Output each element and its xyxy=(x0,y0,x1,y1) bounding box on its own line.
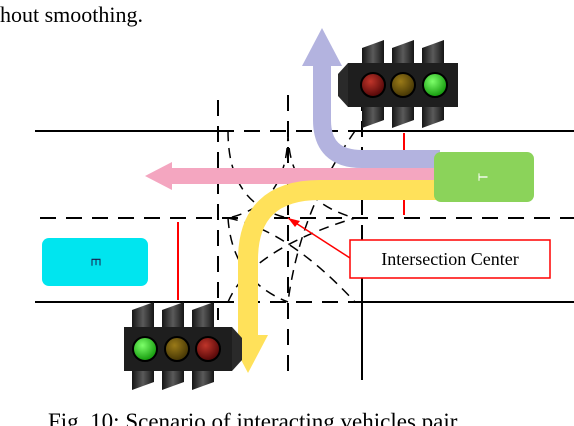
traffic-light-upper-right xyxy=(338,40,458,128)
path-right-turn-south xyxy=(238,180,446,338)
vehicle-east: E xyxy=(42,238,148,286)
tl-ll-green-lamp xyxy=(132,336,158,362)
traffic-light-lower-left xyxy=(124,302,242,390)
vehicle-top-body xyxy=(434,152,534,202)
vehicle-top: T xyxy=(434,152,534,202)
vehicle-east-body xyxy=(42,238,148,286)
tl-ur-green-lamp xyxy=(422,72,448,98)
road-edges xyxy=(35,130,574,380)
lane-markings xyxy=(40,95,574,380)
tl-ur-yellow-lamp xyxy=(390,72,416,98)
tl-ll-red-lamp xyxy=(195,336,221,362)
arc-3 xyxy=(227,130,289,219)
header-text-fragment: hout smoothing. xyxy=(0,2,143,27)
intersection-center-callout: Intersection Center xyxy=(287,217,551,279)
callout-label: Intersection Center xyxy=(381,249,518,269)
vehicle-top-label: T xyxy=(475,173,490,181)
tl-ll-yellow-lamp xyxy=(164,336,190,362)
path-arrows xyxy=(145,28,448,373)
callout-arrow-tip xyxy=(288,218,300,227)
callout-leader-line xyxy=(287,217,351,259)
path-left-turn-north xyxy=(313,62,440,168)
figure-caption-fragment: Fig. 10: Scenario of interacting vehicle… xyxy=(48,409,458,426)
callout-box xyxy=(349,239,551,279)
vehicle-east-label: E xyxy=(89,258,104,267)
arrow-head-north xyxy=(302,28,342,66)
tl-ur-red-lamp xyxy=(360,72,386,98)
tl-ur-side xyxy=(338,63,348,107)
arrow-head-west xyxy=(145,162,172,190)
arc-1 xyxy=(227,130,289,219)
tl-ll-side xyxy=(232,327,242,371)
